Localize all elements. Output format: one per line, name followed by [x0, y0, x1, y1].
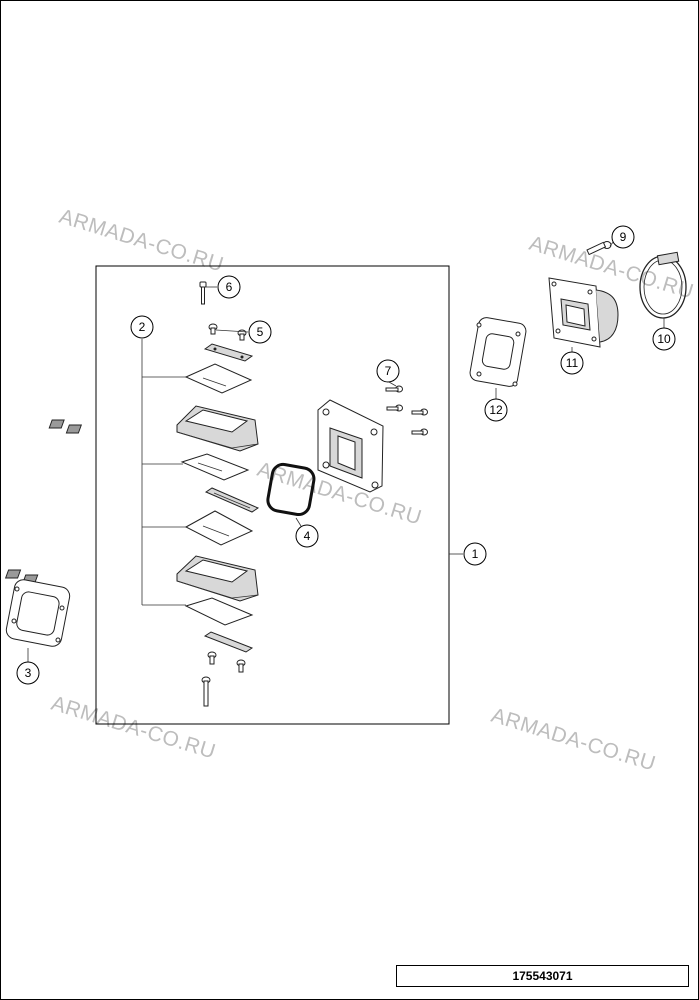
callout-9: 9 — [611, 225, 635, 249]
reed-petal-detail — [202, 377, 227, 387]
svg-text:11: 11 — [566, 356, 579, 370]
svg-text:6: 6 — [226, 280, 233, 294]
reed-cage-part — [4, 555, 259, 602]
hole-mark — [213, 347, 217, 351]
reed-petal-detail — [197, 462, 223, 472]
retainer-plate-part — [203, 631, 254, 653]
screw-part — [199, 281, 207, 305]
bolt-part — [411, 428, 428, 436]
callout-2: 2 — [130, 315, 154, 339]
gasket-part — [469, 317, 527, 387]
callout-7: 7 — [376, 359, 400, 383]
intake-flange-part — [548, 277, 619, 348]
svg-text:3: 3 — [25, 666, 32, 680]
screw-part — [208, 323, 218, 335]
callout-6: 6 — [217, 275, 241, 299]
reed-petal-part — [184, 510, 254, 546]
svg-text:1: 1 — [472, 547, 479, 561]
hole-mark — [240, 355, 244, 359]
screw-part — [207, 651, 217, 665]
bolt-part — [386, 404, 403, 412]
callout-3: 3 — [16, 661, 40, 685]
spacer-bar-part — [204, 487, 260, 513]
callout-4: 4 — [295, 524, 319, 548]
reed-cage-part — [48, 405, 259, 452]
svg-text:12: 12 — [489, 403, 503, 417]
document-number: 175543071 — [396, 965, 689, 987]
callout-1: 1 — [463, 542, 487, 566]
reed-petal-part — [180, 453, 250, 481]
svg-text:10: 10 — [657, 332, 671, 346]
reed-petal-part — [184, 597, 254, 626]
reed-petal-detail — [202, 525, 230, 537]
watermark: ARMADA-CO.RU — [489, 704, 659, 776]
callout-11: 11 — [560, 351, 584, 375]
svg-text:7: 7 — [385, 364, 392, 378]
hose-clamp-part — [639, 251, 687, 319]
svg-text:4: 4 — [304, 529, 311, 543]
leader-line — [388, 381, 397, 387]
seal-ring-part — [266, 462, 316, 517]
leader-line — [295, 517, 302, 527]
assembly-group-box — [95, 265, 450, 725]
svg-text:2: 2 — [139, 320, 146, 334]
callout-10: 10 — [652, 327, 676, 351]
bolt-part — [385, 385, 403, 393]
reed-housing-part — [317, 399, 384, 493]
svg-text:9: 9 — [620, 230, 627, 244]
gasket-part — [5, 579, 71, 647]
reed-petal-part — [184, 363, 253, 394]
screw-part — [201, 676, 211, 707]
svg-text:5: 5 — [257, 325, 264, 339]
screw-part — [236, 659, 246, 673]
watermark: ARMADA-CO.RU — [49, 692, 219, 764]
bolt-part — [586, 241, 612, 256]
bolt-part — [411, 408, 428, 416]
retainer-plate-part — [203, 343, 254, 362]
leader-line — [215, 329, 249, 333]
callout-5: 5 — [248, 320, 272, 344]
callout-12: 12 — [484, 398, 508, 422]
